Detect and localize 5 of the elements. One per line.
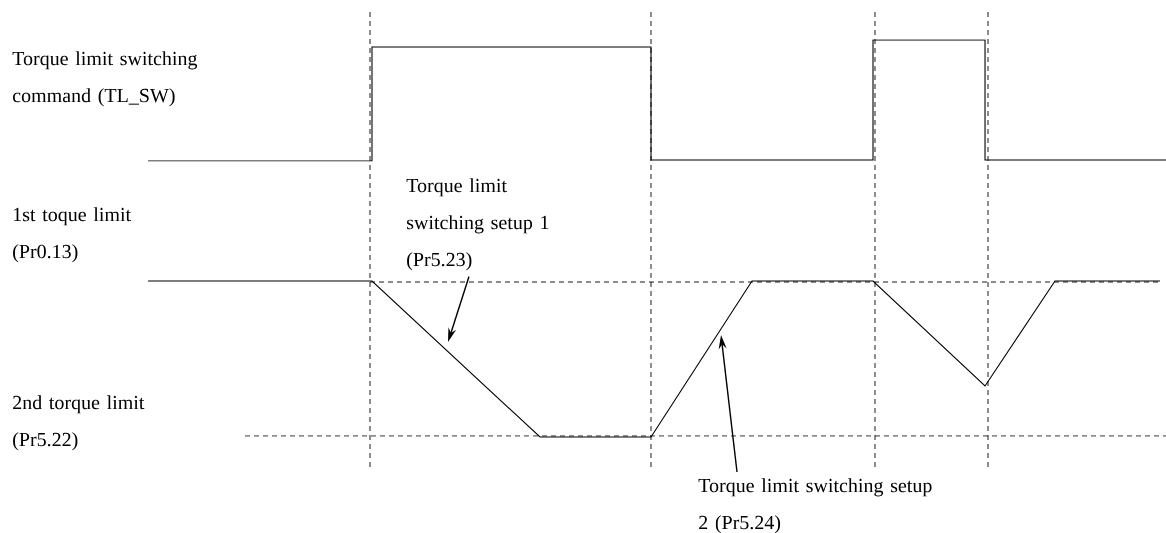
callout-text: Torque limit switching setup 1 (Pr5.23) <box>406 178 549 271</box>
signal-label: 2nd torque limit (Pr5.22) <box>13 395 145 451</box>
signal-label: 1st toque limit (Pr0.13) <box>13 207 131 263</box>
callout-text: Torque limit switching setup 2 (Pr5.24) <box>698 478 932 533</box>
signal-label: Torque limit switching command (TL_SW) <box>12 51 198 107</box>
